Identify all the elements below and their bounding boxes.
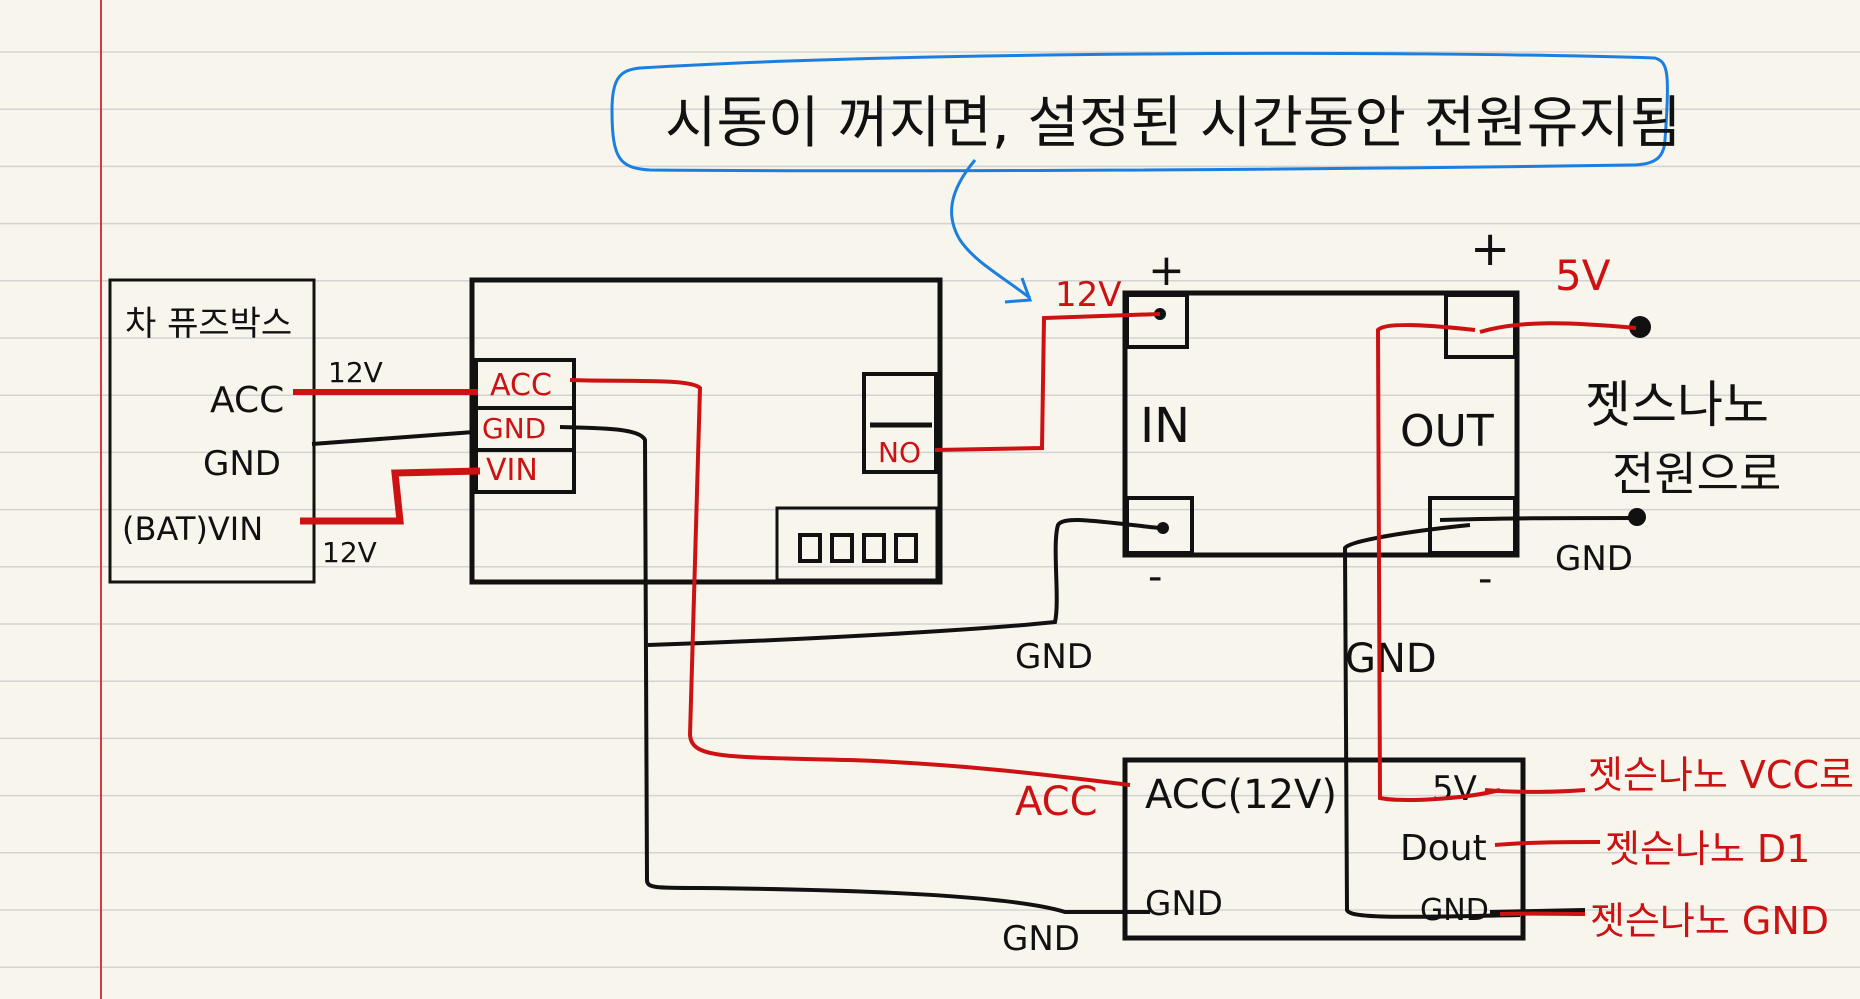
relay-pin-acc: ACC bbox=[490, 368, 552, 403]
signal-board-pin-dout: Dout bbox=[1400, 828, 1487, 869]
jetson-gnd-label: 젯슨나노 GND bbox=[1590, 899, 1829, 943]
signal-board-pin-gnd-right: GND bbox=[1420, 893, 1489, 928]
dc-converter: IN OUT + + - - 12V 5V bbox=[1055, 221, 1611, 602]
jetson-power: 젯스나노 전원으로 GND bbox=[1555, 316, 1781, 579]
note-arrowhead bbox=[1004, 277, 1033, 304]
dip-switch bbox=[830, 533, 854, 563]
signal-board-outline bbox=[1122, 757, 1526, 941]
signal-board-pin-gnd: GND bbox=[1145, 884, 1223, 924]
fusebox-title: 차 퓨즈박스 bbox=[125, 304, 292, 344]
converter-plus-out: + bbox=[1470, 221, 1510, 277]
wire-board-dout-out bbox=[1494, 840, 1601, 847]
relay-pin-gnd: GND bbox=[482, 412, 546, 445]
converter-plus-in: + bbox=[1148, 245, 1185, 296]
wire-converter-5v-out bbox=[1479, 321, 1637, 334]
wire-relay-no-to-converter bbox=[934, 312, 1161, 452]
wire-relay-gnd-to-converter bbox=[647, 517, 1161, 647]
converter-minus-in: - bbox=[1148, 554, 1162, 600]
fusebox-outline bbox=[108, 278, 316, 584]
relay-dip-switch bbox=[775, 506, 939, 582]
converter-out-minus-terminal bbox=[1428, 496, 1517, 555]
gnd-label-relay-branch: GND bbox=[1015, 637, 1093, 677]
wire-board-5v-out bbox=[1484, 788, 1586, 794]
relay-pin-vin: VIN bbox=[486, 453, 538, 488]
jetson-power-gnd: GND bbox=[1555, 539, 1633, 579]
note-bubble bbox=[610, 51, 1670, 173]
red-wires bbox=[293, 312, 1637, 916]
converter-in-label: IN bbox=[1140, 398, 1190, 454]
signal-board-pin-acc: ACC(12V) bbox=[1145, 772, 1337, 818]
wire-board-gnd-out bbox=[1489, 908, 1586, 914]
jetson-d1-label: 젯슨나노 D1 bbox=[1605, 827, 1810, 871]
jetson-vcc-label: 젯슨나노 VCC로 bbox=[1588, 753, 1854, 797]
gnd-label-board-left: GND bbox=[1002, 919, 1080, 959]
converter-in-plus-terminal bbox=[1125, 293, 1189, 349]
note-text: 시동이 꺼지면, 설정된 시간동안 전원유지됨 bbox=[665, 91, 1681, 156]
wire-relay-acc-to-board bbox=[569, 378, 1131, 787]
dip-switch bbox=[798, 533, 822, 563]
converter-out-label: OUT bbox=[1400, 406, 1494, 457]
converter-outline bbox=[1122, 290, 1520, 558]
dip-switches bbox=[798, 533, 918, 563]
wire-converter-gnd-down bbox=[1342, 523, 1521, 919]
wire-fusebox-vin bbox=[300, 467, 481, 525]
converter-in-voltage: 12V bbox=[1055, 275, 1122, 315]
gnd-label-converter-branch: GND bbox=[1345, 636, 1437, 682]
signal-board-acc-label: ACC bbox=[1015, 779, 1098, 825]
black-wires bbox=[311, 425, 1641, 919]
relay-output-block bbox=[862, 372, 938, 474]
fusebox-pin-acc: ACC bbox=[210, 380, 284, 421]
timer-relay: ACC GND VIN NO bbox=[469, 277, 943, 585]
fusebox: 차 퓨즈박스 ACC GND (BAT)VIN 12V 12V bbox=[108, 278, 383, 584]
converter-minus-out: - bbox=[1478, 556, 1492, 602]
ruled-lines bbox=[0, 51, 1860, 968]
relay-output-no: NO bbox=[878, 436, 921, 469]
terminal-dot bbox=[1157, 522, 1169, 534]
dip-switch bbox=[894, 533, 918, 563]
jetson-power-label-2: 전원으로 bbox=[1612, 447, 1781, 501]
fusebox-acc-voltage: 12V bbox=[328, 356, 383, 389]
fusebox-vin-voltage: 12V bbox=[322, 536, 377, 569]
fusebox-pin-vin: (BAT)VIN bbox=[122, 510, 263, 548]
wire-relay-gnd-trunk bbox=[559, 425, 1150, 914]
wire-converter-gnd-out bbox=[1439, 516, 1641, 522]
jetson-power-plus-dot bbox=[1629, 316, 1651, 338]
dip-switch bbox=[862, 533, 886, 563]
jetson-power-label-1: 젯스나노 bbox=[1585, 376, 1769, 434]
note-arrow bbox=[950, 159, 1031, 300]
wire-converter-5v-down bbox=[1375, 323, 1501, 802]
signal-board-pin-5v: 5V bbox=[1432, 769, 1477, 809]
converter-out-voltage: 5V bbox=[1555, 251, 1611, 300]
wire-fusebox-gnd bbox=[311, 430, 475, 446]
fusebox-pin-gnd: GND bbox=[203, 444, 281, 484]
note-callout: 시동이 꺼지면, 설정된 시간동안 전원유지됨 bbox=[610, 51, 1681, 304]
signal-board: ACC(12V) GND 5V Dout GND ACC bbox=[1015, 757, 1526, 941]
